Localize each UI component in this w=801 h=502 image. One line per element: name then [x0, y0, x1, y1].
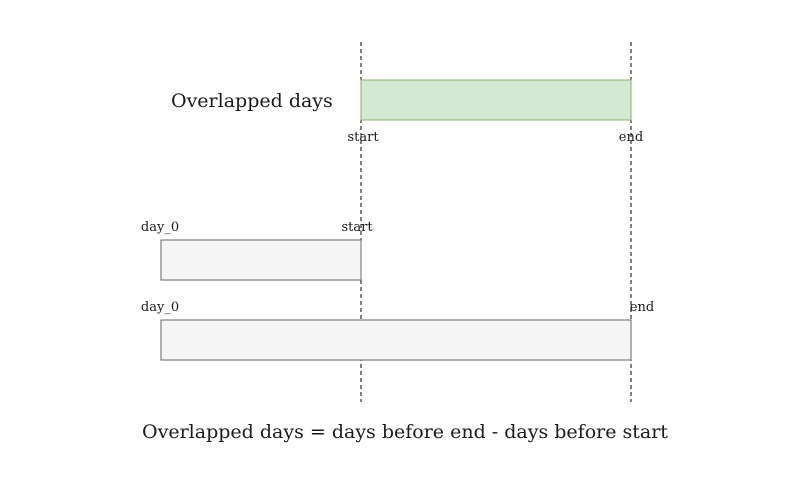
days-before-start-bar [160, 239, 362, 281]
days-before-start-origin-label: day_0 [141, 220, 179, 235]
overlap-bar [360, 79, 632, 121]
days-before-end-origin-label: day_0 [141, 300, 179, 315]
overlap-end-label: end [619, 130, 643, 145]
overlap-label: Overlapped days [171, 90, 333, 112]
days-before-end-end-label: end [630, 300, 654, 315]
formula-caption: Overlapped days = days before end - days… [142, 421, 668, 443]
days-before-end-bar [160, 319, 632, 361]
overlap-start-label: start [347, 130, 379, 145]
days-before-start-end-label: start [341, 220, 373, 235]
